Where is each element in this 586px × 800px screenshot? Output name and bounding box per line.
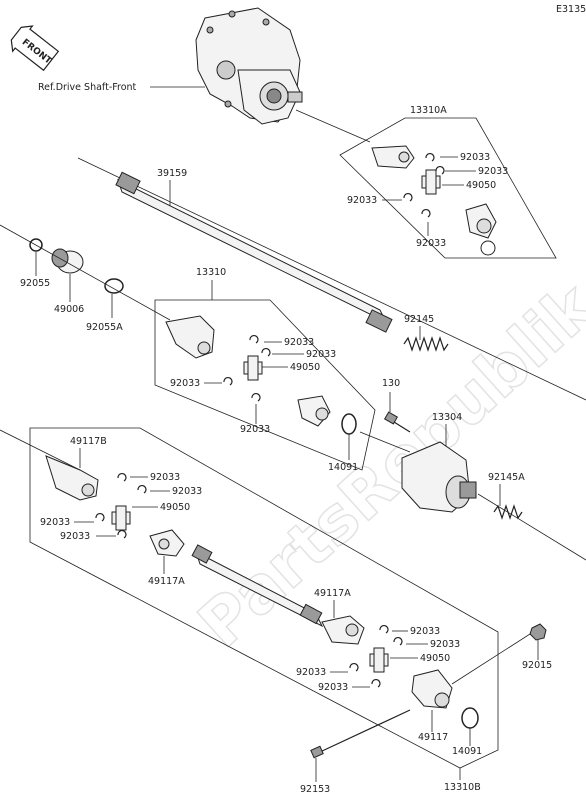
yoke-49117 (411, 669, 453, 709)
callout-92145A: 92145A (488, 472, 525, 483)
callout-49050-b: 49050 (290, 362, 320, 373)
callout-92055: 92055 (20, 278, 50, 289)
yoke-49117A-right (321, 615, 365, 645)
universal-joint-lower-left (111, 505, 131, 531)
callout-92033-d2: 92033 (430, 639, 460, 650)
callout-49117A-a: 49117A (148, 576, 185, 587)
ref-drive-shaft-front-label: Ref.Drive Shaft-Front (38, 82, 137, 93)
callout-92033-b1: 92033 (284, 337, 314, 348)
callout-92153: 92153 (300, 784, 330, 795)
callout-92033-b3: 92033 (170, 378, 200, 389)
callout-49050-a: 49050 (466, 180, 496, 191)
callout-92033-c2: 92033 (172, 486, 202, 497)
callout-13304: 13304 (432, 412, 462, 423)
callout-92033-b2: 92033 (306, 349, 336, 360)
nut-92015 (529, 623, 547, 641)
universal-joint-lower-right (369, 647, 389, 673)
universal-joint-upper (371, 145, 497, 256)
callout-92033-a2: 92033 (478, 166, 508, 177)
callout-14091-b: 14091 (452, 746, 482, 757)
spring-92145 (403, 336, 449, 352)
callout-130: 130 (382, 378, 400, 389)
final-gear-case (195, 7, 303, 125)
callout-92033-a3: 92033 (347, 195, 377, 206)
callout-92033-d1: 92033 (410, 626, 440, 637)
callout-14091-a: 14091 (328, 462, 358, 473)
yoke-49117A-left (149, 529, 185, 557)
callout-92015: 92015 (522, 660, 552, 671)
callout-39159: 39159 (157, 168, 187, 179)
callout-49117: 49117 (418, 732, 448, 743)
callout-92033-a4: 92033 (416, 238, 446, 249)
drive-shaft-lower (191, 544, 324, 628)
diagram-code: E3135 (556, 4, 586, 15)
bolt-92153 (310, 709, 411, 759)
callout-92033-d3: 92033 (296, 667, 326, 678)
callout-92033-c4: 92033 (60, 531, 90, 542)
callout-49117B: 49117B (70, 436, 107, 447)
callout-13310A: 13310A (410, 105, 447, 116)
housing-13304 (401, 441, 477, 513)
callout-49006: 49006 (54, 304, 84, 315)
front-arrow-icon: FRONT (10, 25, 60, 72)
callout-49050-d: 49050 (420, 653, 450, 664)
boot-49006 (51, 248, 84, 274)
callout-49117A-b: 49117A (314, 588, 351, 599)
callout-92145: 92145 (404, 314, 434, 325)
assembly-box-13310 (154, 299, 376, 471)
drive-shaft-39159 (115, 171, 393, 333)
callout-13310: 13310 (196, 267, 226, 278)
callout-92033-d4: 92033 (318, 682, 348, 693)
callout-92033-b4: 92033 (240, 424, 270, 435)
callout-92055A: 92055A (86, 322, 123, 333)
callout-92033-a1: 92033 (460, 152, 490, 163)
callout-49050-c: 49050 (160, 502, 190, 513)
callout-13310B: 13310B (444, 782, 481, 793)
yoke-49117B (45, 455, 99, 501)
bolt-130 (383, 411, 411, 433)
assembly-box-13310B (29, 427, 499, 769)
callout-92033-c3: 92033 (40, 517, 70, 528)
callout-92033-c1: 92033 (150, 472, 180, 483)
assembly-box-13310A (339, 117, 557, 259)
universal-joint-middle (165, 315, 331, 427)
